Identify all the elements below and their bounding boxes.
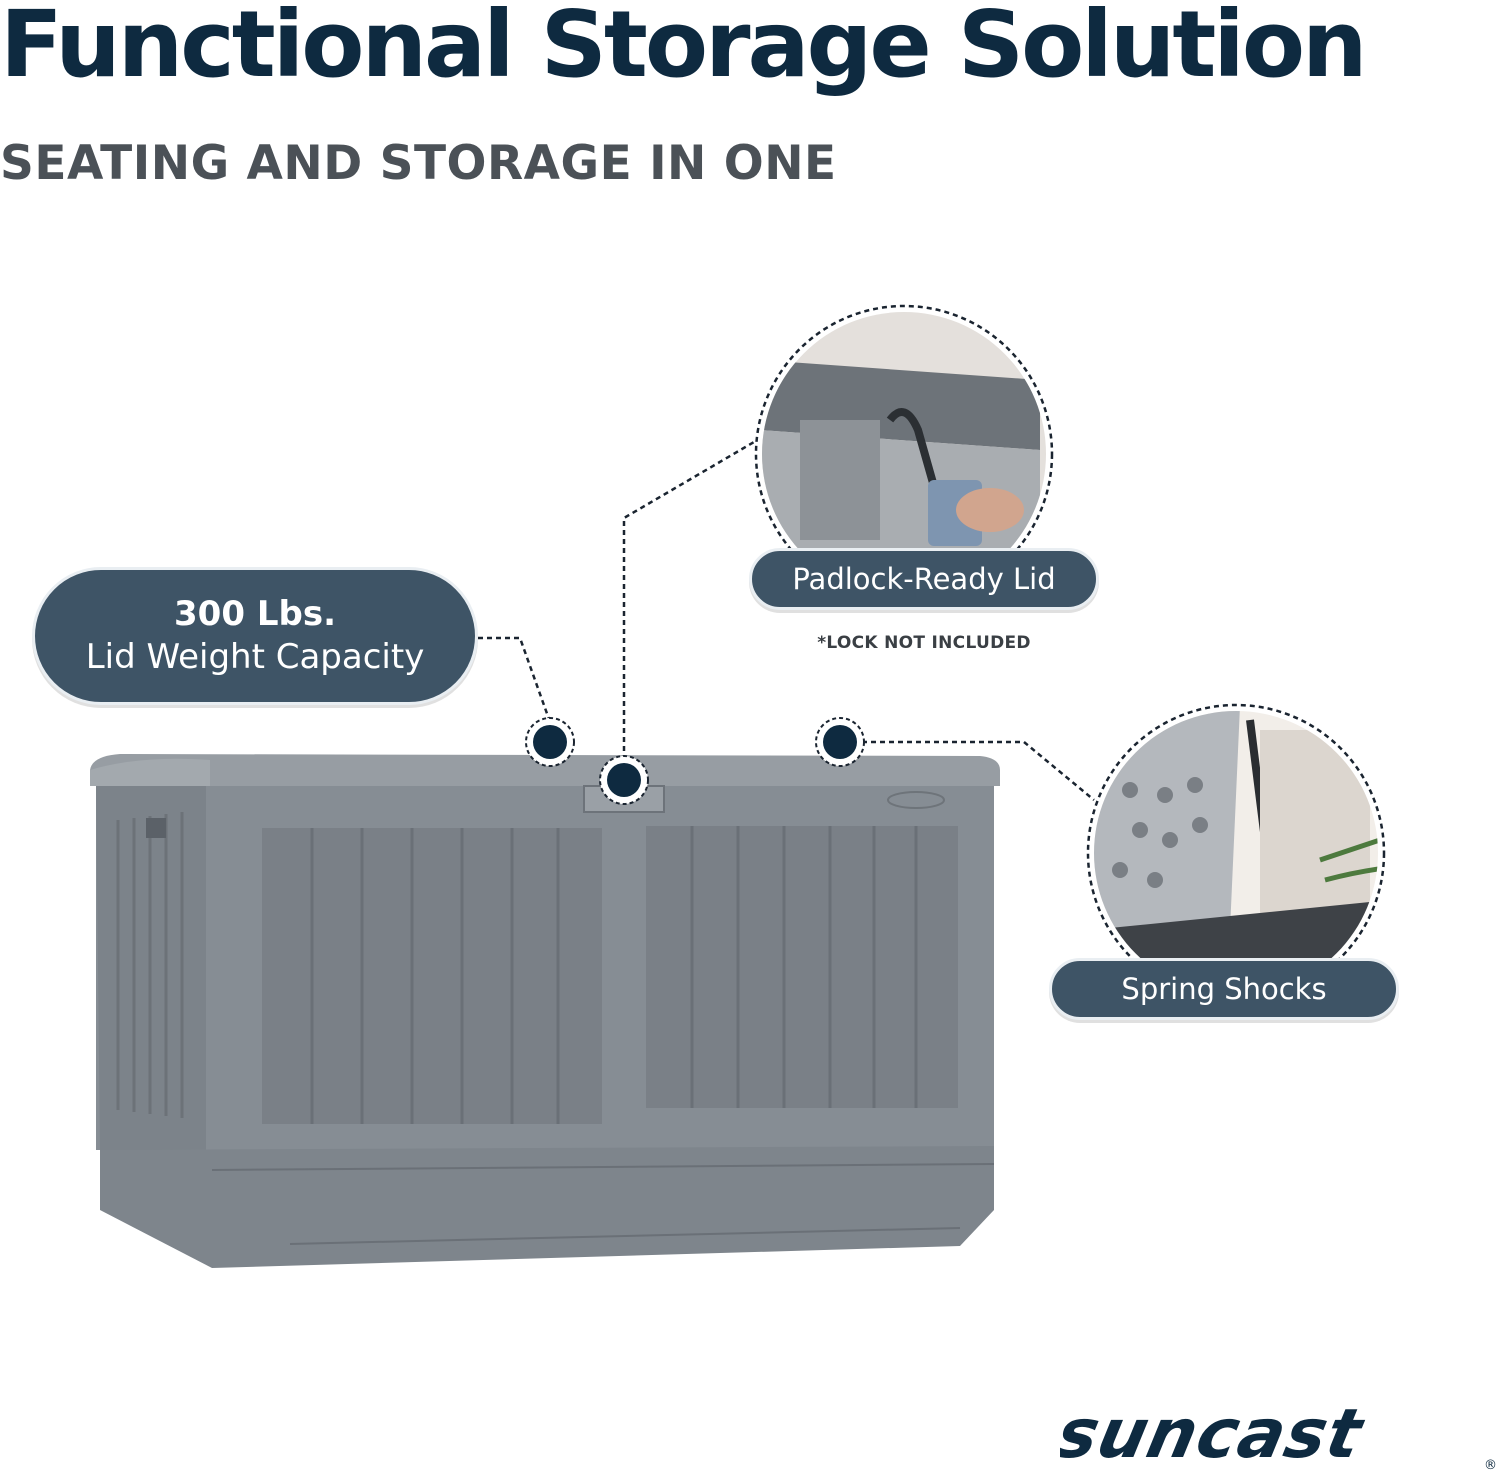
brand-wordmark: suncast [1060,1395,1371,1474]
deck-box-image [90,754,1000,1268]
lock-not-included-note: *LOCK NOT INCLUDED [817,633,1031,653]
padlock-ready-callout: Padlock-Ready Lid [749,548,1099,610]
page-subtitle: SEATING AND STORAGE IN ONE [0,136,837,191]
callout-connectors [478,440,1095,801]
lid-weight-callout: 300 Lbs. Lid Weight Capacity [32,567,478,705]
lid-weight-label: Lid Weight Capacity [85,637,425,678]
suncast-logo: suncast ® [1060,1395,1496,1474]
callout-markers [525,717,865,805]
registered-mark: ® [1484,1458,1496,1473]
lid-weight-value: 300 Lbs. [174,593,336,634]
page-title: Functional Storage Solution [0,0,1368,98]
spring-shocks-callout: Spring Shocks [1049,958,1399,1020]
